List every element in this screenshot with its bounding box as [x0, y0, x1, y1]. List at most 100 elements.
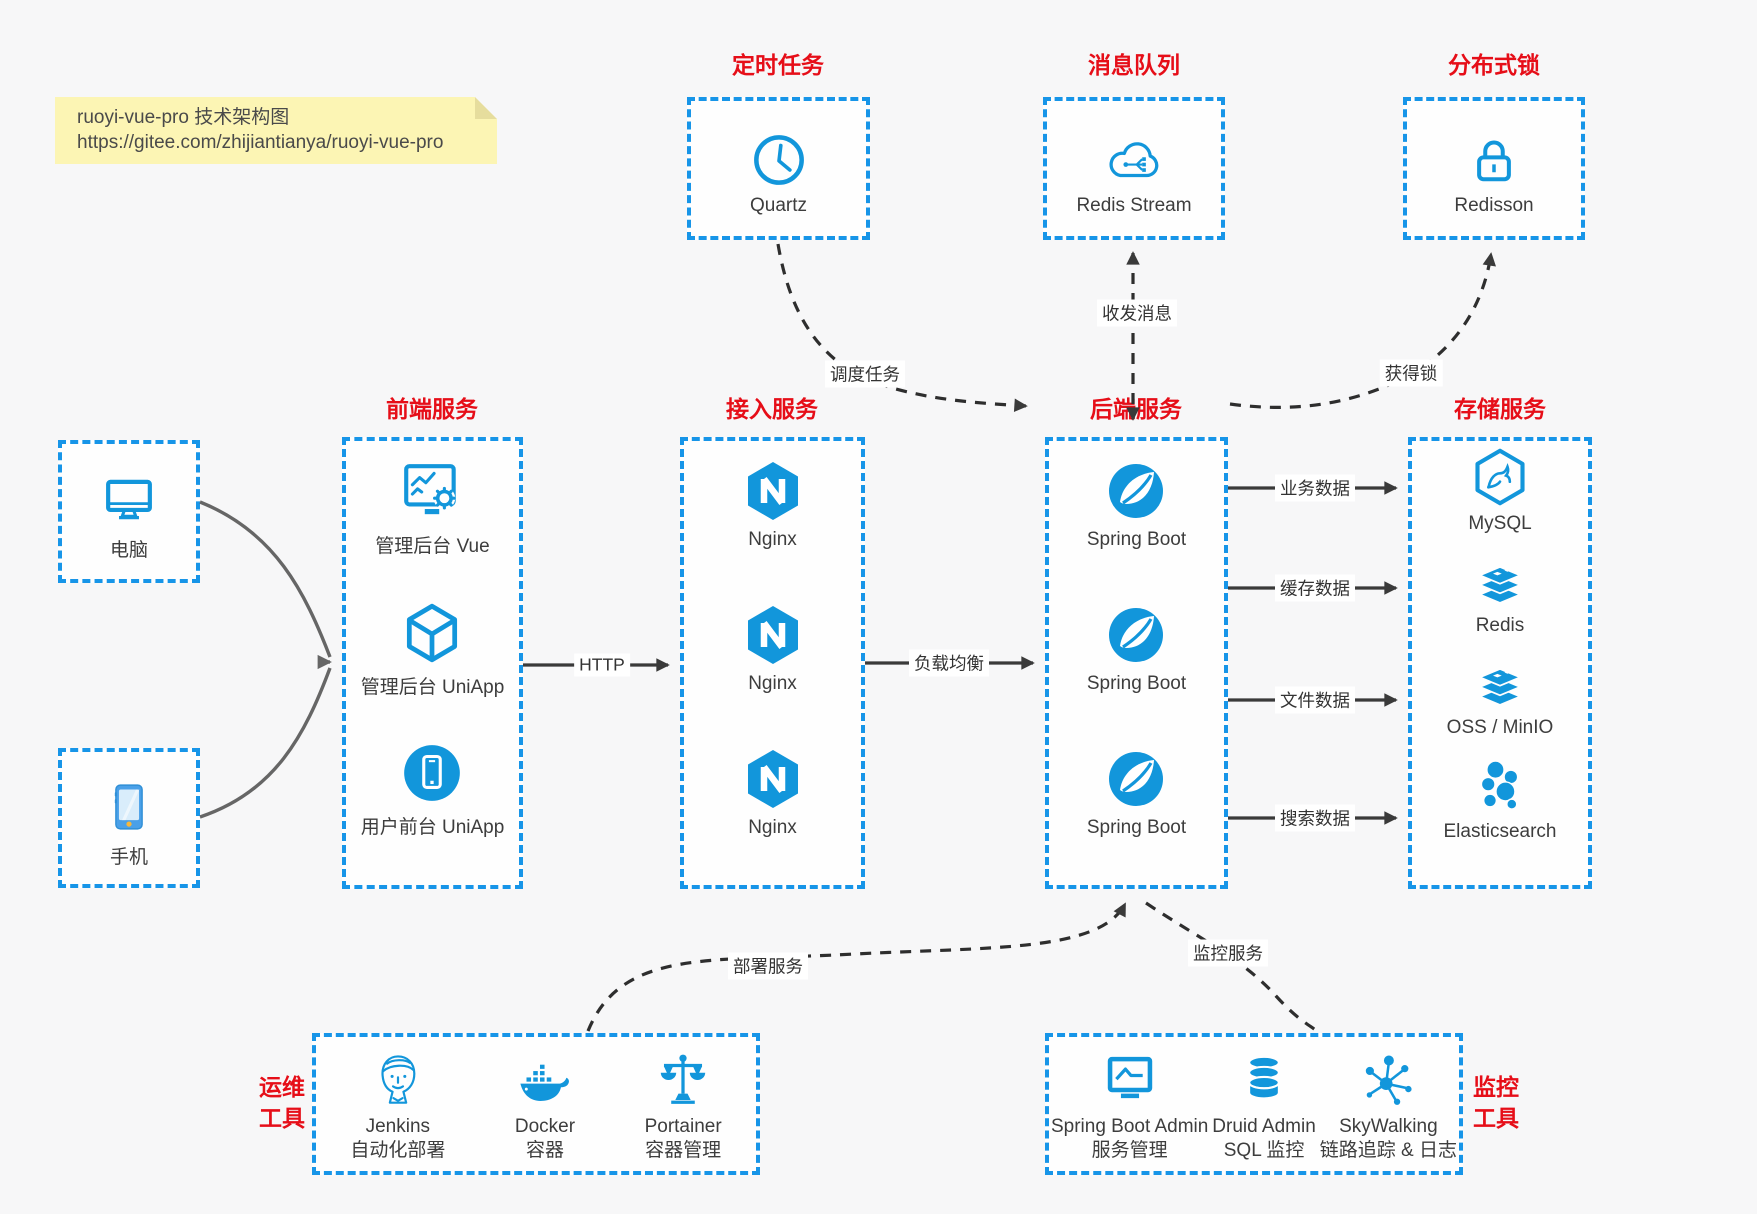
- elasticsearch-icon: [1471, 757, 1529, 815]
- tool-name: Portainer: [644, 1116, 722, 1138]
- section-title-gateway: 接入服务: [726, 396, 818, 422]
- edge-label-acquire-lock: 获得锁: [1379, 359, 1443, 387]
- node-label: Quartz: [749, 194, 808, 216]
- node-docker: Docker 容器: [514, 1051, 576, 1163]
- node-user-uniapp: 用户前台 UniApp: [360, 740, 505, 839]
- node-admin-uniapp: 管理后台 UniApp: [361, 600, 504, 699]
- section-title-storage: 存储服务: [1454, 396, 1546, 422]
- admin-vue-icon: [399, 459, 465, 525]
- node-label: Spring Boot: [1086, 817, 1187, 838]
- node-mysql: MySQL: [1468, 447, 1532, 535]
- note-title: ruoyi-vue-pro 技术架构图: [77, 107, 290, 128]
- note-fold-corner: [475, 97, 497, 119]
- node-jenkins: Jenkins 自动化部署: [350, 1051, 445, 1163]
- tool-name: SkyWalking: [1339, 1116, 1438, 1138]
- node-admin-vue: 管理后台 Vue: [375, 459, 490, 558]
- backend-services-box: Spring Boot Spring Boot Spring Boot: [1045, 437, 1228, 889]
- node-oss-minio: OSS / MinIO: [1446, 655, 1554, 739]
- node-springboot-admin: Spring Boot Admin 服务管理: [1051, 1051, 1208, 1163]
- edge-label-search-data: 搜索数据: [1275, 804, 1355, 832]
- edge-label-cache-data: 缓存数据: [1275, 574, 1355, 602]
- cube-icon: [399, 600, 465, 666]
- tool-name: Spring Boot Admin: [1050, 1116, 1209, 1138]
- node-label: MySQL: [1468, 513, 1532, 534]
- node-label: 电脑: [109, 540, 148, 561]
- edge-label-http: HTTP: [574, 653, 630, 677]
- edge-label-business-data: 业务数据: [1275, 474, 1355, 502]
- docker-icon: [514, 1051, 576, 1109]
- node-redis: Redis: [1471, 553, 1529, 637]
- tool-desc: 容器管理: [645, 1140, 722, 1161]
- client-connector-lines: [199, 500, 332, 819]
- edge-label-deploy-service: 部署服务: [728, 952, 808, 980]
- node-label: Redisson: [1454, 194, 1534, 216]
- nginx-icon: [741, 747, 805, 811]
- acquire-lock-curve: [1229, 252, 1496, 409]
- section-title-message-queue: 消息队列: [1088, 52, 1180, 78]
- node-skywalking: SkyWalking 链路追踪 & 日志: [1320, 1051, 1457, 1163]
- node-label: Nginx: [748, 529, 797, 550]
- tool-desc: 服务管理: [1091, 1140, 1168, 1161]
- quartz-box: Quartz: [687, 97, 870, 240]
- section-title-backend: 后端服务: [1090, 396, 1182, 422]
- tool-desc: 链路追踪 & 日志: [1319, 1140, 1457, 1161]
- note-url: https://gitee.com/zhijiantianya/ruoyi-vu…: [77, 131, 444, 153]
- node-label: Elasticsearch: [1443, 821, 1557, 842]
- mysql-icon: [1470, 447, 1530, 507]
- gateway-services-box: Nginx Nginx Nginx: [680, 437, 865, 889]
- node-springboot-2: Spring Boot: [1087, 603, 1186, 695]
- jenkins-icon: [369, 1051, 427, 1109]
- ops-tools-box: Jenkins 自动化部署 Dock: [312, 1033, 760, 1175]
- frontend-services-box: 管理后台 Vue 管理后台 UniApp 用户前台 UniApp: [342, 437, 523, 889]
- storage-services-box: MySQL Redis: [1408, 437, 1592, 889]
- ops-tools-label: 运维 工具: [259, 1074, 305, 1132]
- node-label: OSS / MinIO: [1446, 717, 1554, 738]
- topology-icon: [1359, 1051, 1417, 1109]
- node-label: Nginx: [748, 817, 797, 838]
- node-springboot-3: Spring Boot: [1087, 747, 1186, 839]
- node-label: Redis: [1475, 615, 1525, 636]
- tool-name: Jenkins: [365, 1116, 431, 1138]
- spring-icon: [1104, 747, 1168, 811]
- monitoring-tools-box: Spring Boot Admin 服务管理 Druid Admin SQL 监…: [1045, 1033, 1463, 1175]
- redis-stream-box: Redis Stream: [1043, 97, 1225, 240]
- node-label: 手机: [109, 846, 148, 868]
- edge-label-file-data: 文件数据: [1275, 686, 1355, 714]
- mobile-client-box: 手机: [58, 748, 200, 888]
- tool-name: Docker: [514, 1116, 576, 1138]
- node-springboot-1: Spring Boot: [1087, 459, 1186, 551]
- edge-label-message: 收发消息: [1097, 299, 1177, 327]
- cloud-stream-icon: [1103, 131, 1165, 189]
- tool-name: Druid Admin: [1212, 1116, 1316, 1138]
- section-title-distributed-lock: 分布式锁: [1448, 52, 1540, 78]
- database-icon: [1236, 1051, 1292, 1109]
- node-label: Nginx: [748, 673, 797, 694]
- node-label: Spring Boot: [1086, 529, 1187, 550]
- node-nginx-2: Nginx: [741, 603, 805, 695]
- sticky-note: ruoyi-vue-pro 技术架构图 https://gitee.com/zh…: [55, 97, 497, 164]
- monitor-tools-label: 监控 工具: [1473, 1074, 1519, 1132]
- spring-icon: [1104, 459, 1168, 523]
- edge-label-load-balance: 负载均衡: [909, 649, 989, 677]
- section-title-frontend: 前端服务: [386, 396, 478, 422]
- spring-icon: [1104, 603, 1168, 667]
- edge-label-schedule-task: 调度任务: [825, 360, 905, 388]
- node-nginx-1: Nginx: [741, 459, 805, 551]
- node-label: 管理后台 Vue: [375, 536, 490, 557]
- clock-icon: [750, 131, 808, 189]
- mobile-icon: [101, 778, 157, 836]
- redis-icon: [1471, 655, 1529, 711]
- edge-label-monitor-service: 监控服务: [1188, 939, 1268, 967]
- deploy-service-curve: [586, 902, 1127, 1032]
- nginx-icon: [741, 603, 805, 667]
- desktop-icon: [99, 471, 159, 529]
- node-label: Spring Boot: [1086, 673, 1187, 694]
- tool-desc: 自动化部署: [350, 1140, 446, 1161]
- node-elasticsearch: Elasticsearch: [1444, 757, 1557, 843]
- redis-icon: [1471, 553, 1529, 609]
- pc-client-box: 电脑: [58, 440, 200, 583]
- portainer-icon: [654, 1051, 712, 1109]
- node-label: 用户前台 UniApp: [360, 817, 505, 838]
- node-druid-admin: Druid Admin SQL 监控: [1212, 1051, 1316, 1163]
